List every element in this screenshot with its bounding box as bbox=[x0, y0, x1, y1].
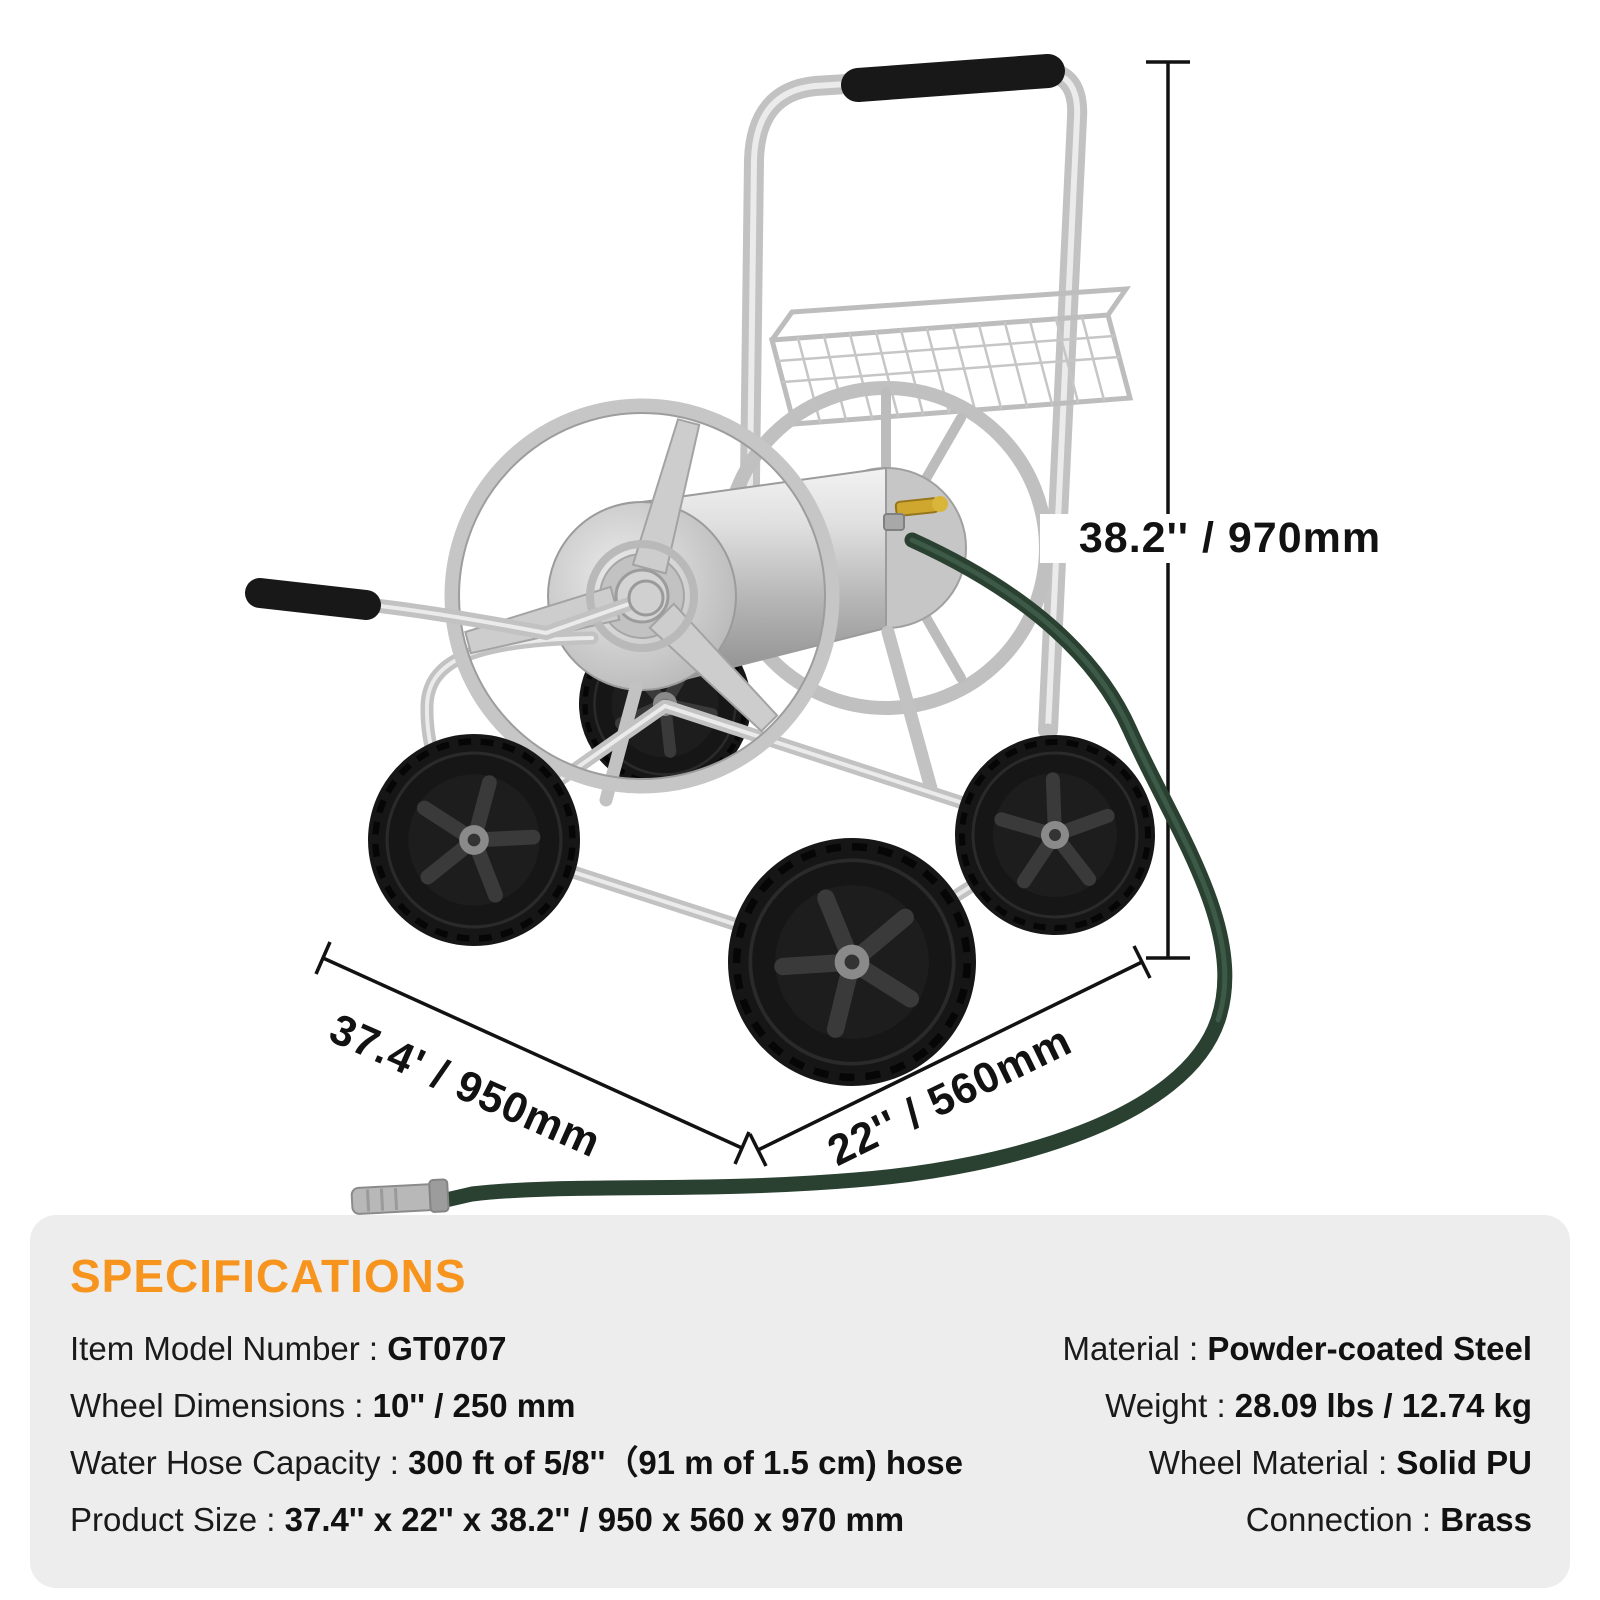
height-dimension-label: 38.2'' / 970mm bbox=[1040, 514, 1420, 563]
spec-item-model-number: Item Model Number : GT0707 bbox=[70, 1329, 963, 1369]
spec-value: 10'' / 250 mm bbox=[372, 1387, 576, 1424]
crank-grip bbox=[245, 578, 381, 620]
spec-label: Product Size : bbox=[70, 1501, 276, 1538]
width-dimension-line bbox=[748, 945, 1152, 1167]
spec-value: Brass bbox=[1440, 1501, 1532, 1538]
specifications-left-column: Item Model Number : GT0707 Wheel Dimensi… bbox=[70, 1329, 963, 1540]
spec-label: Water Hose Capacity : bbox=[70, 1444, 399, 1481]
specifications-right-column: Material : Powder-coated Steel Weight : … bbox=[1063, 1329, 1532, 1540]
spec-item-connection: Connection : Brass bbox=[1063, 1500, 1532, 1540]
spec-value: 37.4'' x 22'' x 38.2'' / 950 x 560 x 970… bbox=[284, 1501, 905, 1538]
specifications-title: SPECIFICATIONS bbox=[70, 1250, 467, 1302]
spec-value: GT0707 bbox=[387, 1330, 507, 1367]
spec-label: Material : bbox=[1062, 1330, 1199, 1367]
spec-label: Item Model Number : bbox=[70, 1330, 379, 1367]
product-illustration bbox=[245, 54, 1233, 1215]
reel-crank bbox=[245, 578, 665, 641]
spec-item-wheel-dimensions: Wheel Dimensions : 10'' / 250 mm bbox=[70, 1386, 963, 1426]
spec-label: Wheel Material : bbox=[1148, 1444, 1388, 1481]
spec-value: Solid PU bbox=[1396, 1444, 1532, 1481]
spec-item-product-size: Product Size : 37.4'' x 22'' x 38.2'' / … bbox=[70, 1500, 963, 1540]
garden-hose bbox=[438, 532, 1233, 1208]
spec-label: Wheel Dimensions : bbox=[70, 1387, 364, 1424]
depth-dimension-line bbox=[314, 941, 751, 1165]
spec-item-hose-capacity: Water Hose Capacity : 300 ft of 5/8''（91… bbox=[70, 1443, 963, 1483]
spec-item-material: Material : Powder-coated Steel bbox=[1063, 1329, 1532, 1369]
specifications-columns: Item Model Number : GT0707 Wheel Dimensi… bbox=[70, 1329, 1532, 1540]
handle-grip bbox=[841, 54, 1065, 102]
spec-value: 28.09 lbs / 12.74 kg bbox=[1234, 1387, 1532, 1424]
spec-item-wheel-material: Wheel Material : Solid PU bbox=[1063, 1443, 1532, 1483]
wheel-rear-left bbox=[344, 710, 604, 970]
cart-handle-frame bbox=[738, 54, 1088, 740]
storage-basket bbox=[768, 286, 1134, 427]
hose-coupling bbox=[350, 1178, 450, 1215]
spec-value: 300 ft of 5/8''（91 m of 1.5 cm) hose bbox=[408, 1444, 963, 1481]
spec-label: Connection : bbox=[1245, 1501, 1432, 1538]
specifications-panel: SPECIFICATIONS Item Model Number : GT070… bbox=[30, 1215, 1570, 1588]
spec-item-weight: Weight : 28.09 lbs / 12.74 kg bbox=[1063, 1386, 1532, 1426]
spec-value: Powder-coated Steel bbox=[1207, 1330, 1532, 1367]
brass-connector bbox=[883, 496, 948, 531]
spec-label: Weight : bbox=[1105, 1387, 1226, 1424]
